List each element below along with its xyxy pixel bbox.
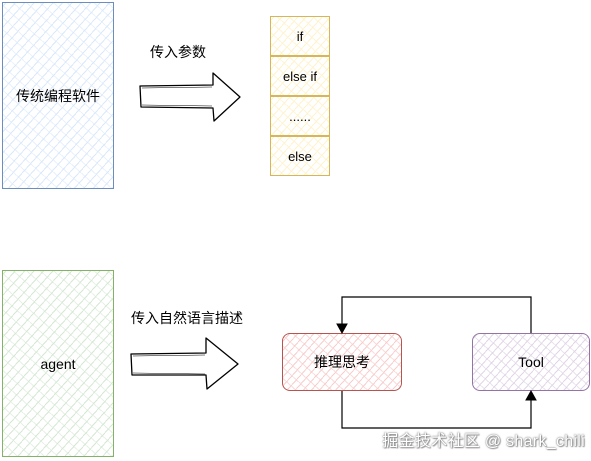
tool-box: Tool (472, 333, 590, 391)
loop-top-arrowhead (336, 323, 348, 335)
params-block-arrow (139, 72, 241, 122)
traditional-software-label: 传统编程软件 (16, 87, 100, 104)
agent-block-arrow (130, 337, 239, 390)
traditional-software-box: 传统编程软件 (2, 2, 114, 189)
branch-else-if: else if (270, 56, 330, 96)
loop-bottom-arrowhead (525, 389, 537, 401)
agent-box: agent (2, 270, 114, 457)
watermark-text: 掘金技术社区 @ shark_chili (382, 433, 585, 450)
pass-natural-language-label: 传入自然语言描述 (131, 310, 243, 326)
branch-if: if (270, 16, 330, 56)
loop-bottom-connector (341, 391, 532, 429)
pass-params-label: 传入参数 (150, 44, 206, 60)
branch-else-if-label: else if (283, 68, 317, 84)
branch-else: else (270, 136, 330, 176)
branch-if-label: if (296, 28, 304, 44)
reasoning-label: 推理思考 (314, 354, 370, 370)
tool-label: Tool (518, 354, 544, 370)
branch-ellipsis: ...... (270, 96, 330, 136)
loop-top-connector (341, 296, 532, 333)
branch-else-label: else (288, 148, 312, 164)
branch-ellipsis-label: ...... (289, 108, 311, 124)
agent-label: agent (40, 355, 76, 372)
